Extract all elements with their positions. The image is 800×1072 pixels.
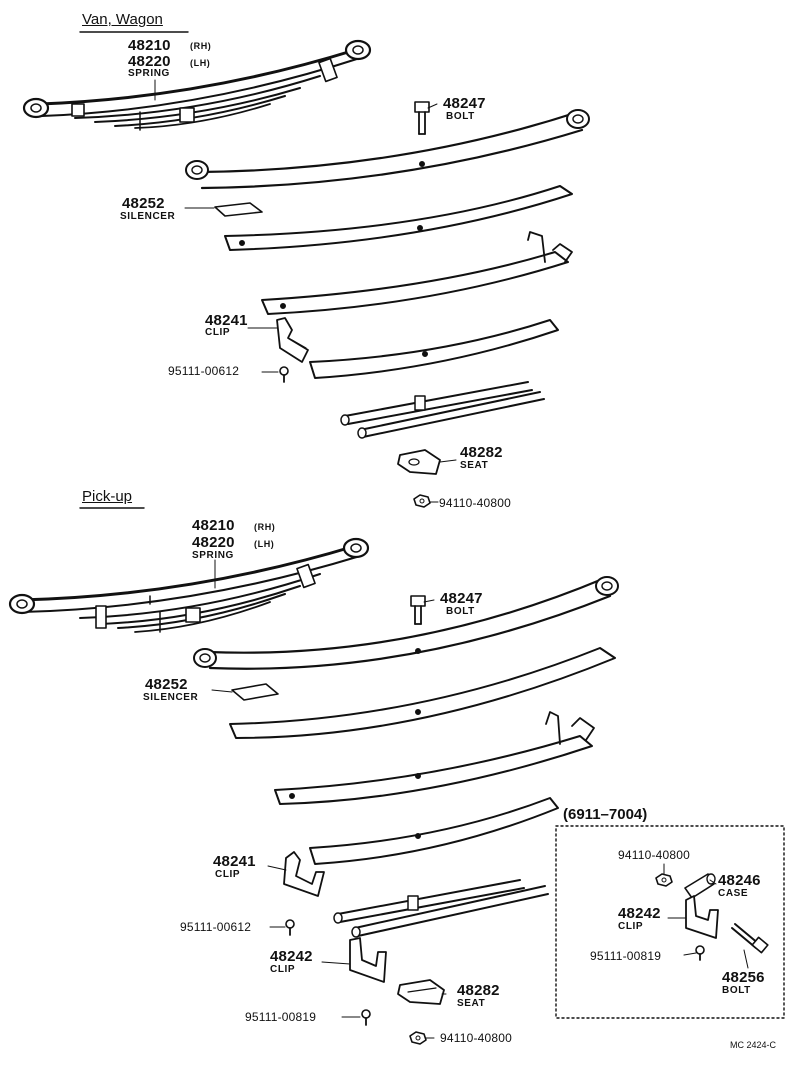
- van-bolt-icon: [414, 101, 430, 135]
- van-clip-name: CLIP: [205, 327, 231, 338]
- van-clip-number: 48241: [205, 312, 248, 329]
- pickup-spring-lh-side: (LH): [254, 539, 275, 549]
- van-bolt-number: 48247: [443, 95, 486, 112]
- pickup-screw2-number: 95111-00819: [245, 1010, 317, 1024]
- inset-screw-number: 95111-00819: [590, 949, 662, 963]
- pickup-screw1-number: 95111-00612: [180, 920, 252, 934]
- van-clip-icon: [276, 317, 309, 363]
- pickup-spring-name: SPRING: [192, 550, 234, 561]
- inset-screw-icon: [695, 945, 705, 961]
- diagram-code: MC 2424-C: [730, 1040, 777, 1050]
- pickup-bolt-number: 48247: [440, 590, 483, 607]
- inset-clip-icon: [685, 895, 719, 939]
- pickup-screw1-icon: [285, 919, 295, 936]
- pickup-seat-icon: [397, 979, 445, 1005]
- van-seat-icon: [397, 449, 441, 475]
- van-screw-number: 95111-00612: [168, 364, 240, 378]
- pickup-silencer-name: SILENCER: [143, 692, 199, 703]
- pickup-spring-assembly: [8, 537, 370, 633]
- van-spring-lh-side: (LH): [190, 58, 211, 68]
- van-silencer-number: 48252: [122, 195, 165, 212]
- pickup-header: Pick-up: [82, 488, 133, 505]
- van-spring-lh-number: 48220: [128, 53, 171, 70]
- pickup-spring-rh-number: 48210: [192, 517, 235, 534]
- van-screw-icon: [279, 366, 289, 383]
- pickup-seat-number: 48282: [457, 982, 500, 999]
- van-spring-rh-side: (RH): [190, 41, 212, 51]
- van-spring-name: SPRING: [128, 68, 170, 79]
- pickup-leaf-3: [274, 711, 595, 805]
- pickup-clip2-name: CLIP: [270, 964, 296, 975]
- inset-case-name: CASE: [718, 888, 749, 899]
- van-seat-number: 48282: [460, 444, 503, 461]
- inset-clip-number: 48242: [618, 905, 661, 922]
- pickup-clip1-name: CLIP: [215, 869, 241, 880]
- pickup-leaf-4: [309, 797, 559, 865]
- van-spring-rh-number: 48210: [128, 37, 171, 54]
- pickup-nut-icon: [409, 1031, 427, 1045]
- inset-nut-icon: [655, 873, 673, 887]
- inset-clip-name: CLIP: [618, 921, 644, 932]
- pickup-leaf-main: [193, 576, 619, 670]
- pickup-tie-rods: [333, 879, 549, 938]
- van-nut-icon: [413, 494, 431, 508]
- pickup-clip1-number: 48241: [213, 853, 256, 870]
- van-leaf-main: [185, 109, 590, 190]
- pickup-clip1-icon: [283, 851, 325, 897]
- inset-range: (6911–7004): [563, 806, 648, 823]
- inset-bolt-icon: [731, 923, 769, 954]
- van-leaf-2: [224, 185, 573, 251]
- pickup-seat-name: SEAT: [457, 998, 486, 1009]
- van-silencer-icon: [214, 202, 263, 217]
- van-tie-rods: [340, 381, 545, 439]
- inset-case-number: 48246: [718, 872, 761, 889]
- pickup-clip2-number: 48242: [270, 948, 313, 965]
- inset-bolt-number: 48256: [722, 969, 765, 986]
- van-bolt-name: BOLT: [446, 111, 475, 122]
- pickup-nut-number: 94110-40800: [440, 1031, 513, 1045]
- pickup-spring-rh-side: (RH): [254, 522, 276, 532]
- inset-case-icon: [684, 873, 716, 899]
- pickup-silencer-number: 48252: [145, 676, 188, 693]
- pickup-clip2-icon: [349, 937, 387, 983]
- van-leaf-3: [261, 231, 573, 315]
- pickup-spring-lh-number: 48220: [192, 534, 235, 551]
- van-leaf-4: [309, 319, 559, 379]
- pickup-leaf-2: [229, 647, 616, 739]
- pickup-bolt-name: BOLT: [446, 606, 475, 617]
- inset-bolt-name: BOLT: [722, 985, 751, 996]
- pickup-bolt-icon: [410, 595, 426, 625]
- van-nut-number: 94110-40800: [439, 496, 512, 510]
- pickup-screw2-icon: [361, 1009, 371, 1026]
- van-wagon-header: Van, Wagon: [82, 11, 163, 28]
- pickup-silencer-icon: [231, 683, 279, 701]
- inset-nut-number: 94110-40800: [618, 848, 691, 862]
- van-seat-name: SEAT: [460, 460, 489, 471]
- van-silencer-name: SILENCER: [120, 211, 176, 222]
- van-spring-assembly: [22, 39, 372, 131]
